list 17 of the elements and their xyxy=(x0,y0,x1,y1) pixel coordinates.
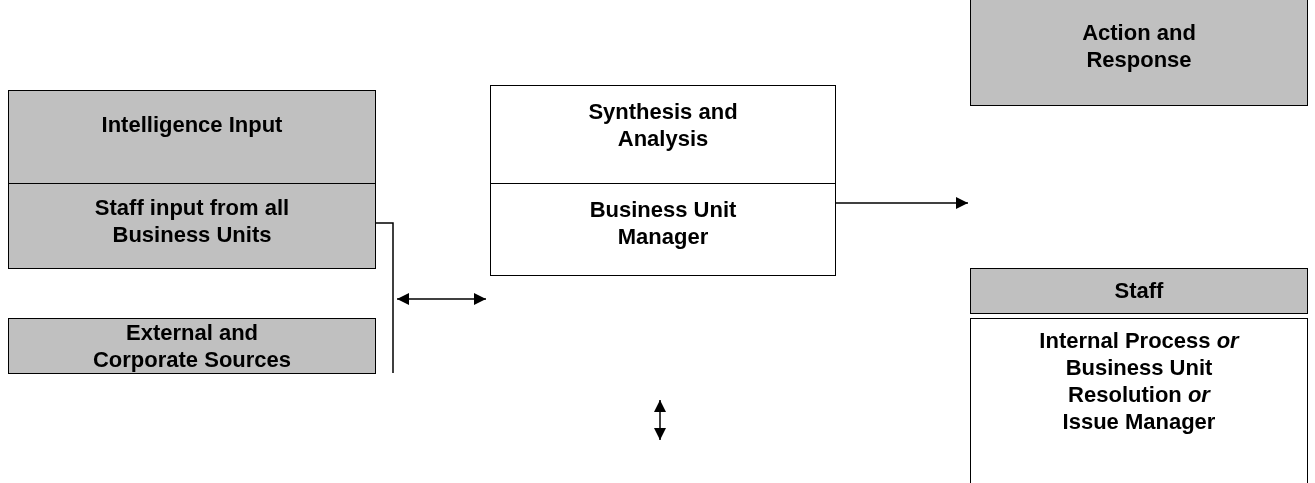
box-label: Internal Process or Business Unit Resolution or Issue Manager xyxy=(1038,327,1240,435)
arrow xyxy=(396,293,487,305)
process-box xyxy=(970,318,1308,483)
box-label: Synthesis and Analysis xyxy=(587,98,739,152)
process-box xyxy=(490,85,836,276)
box-label: Action and Response xyxy=(1081,19,1197,73)
process-box xyxy=(970,0,1308,106)
box-label: Staff xyxy=(1114,277,1164,304)
box-label: External and Corporate Sources xyxy=(91,319,293,373)
box-label: Staff input from all Business Units xyxy=(93,194,291,248)
arrow xyxy=(835,197,969,209)
connector-line xyxy=(375,222,394,374)
process-box xyxy=(970,268,1308,314)
box-label: Intelligence Input xyxy=(101,111,283,138)
process-box xyxy=(8,90,376,269)
process-box xyxy=(8,318,376,374)
box-label: Business Unit Manager xyxy=(588,195,738,250)
